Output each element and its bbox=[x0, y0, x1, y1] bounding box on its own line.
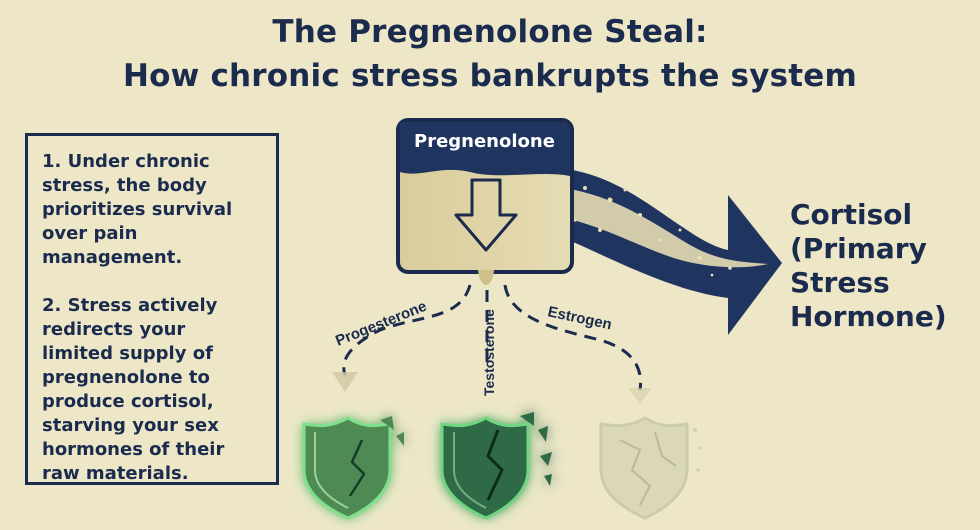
label-progesterone: Progesterone bbox=[333, 298, 429, 350]
title-line-1: The Pregnenolone Steal: bbox=[272, 14, 708, 50]
pregnenolone-header bbox=[400, 122, 570, 176]
page-title: The Pregnenolone Steal: How chronic stre… bbox=[0, 10, 980, 98]
point-1: 1. Under chronic stress, the body priori… bbox=[42, 151, 233, 268]
shield-estrogen-icon bbox=[599, 416, 702, 520]
branch-estrogen-line bbox=[503, 284, 643, 391]
down-arrow-icon bbox=[454, 178, 518, 252]
explanation-box: 1. Under chronic stress, the body priori… bbox=[25, 133, 279, 485]
shield-progesterone-icon bbox=[302, 416, 404, 520]
pregnenolone-label: Pregnenolone bbox=[414, 131, 555, 152]
cortisol-line-2: (Primary bbox=[790, 232, 927, 265]
cortisol-line-1: Cortisol bbox=[790, 198, 913, 231]
label-testosterone: Testosterone bbox=[481, 309, 497, 396]
estrogen-arrowhead bbox=[628, 388, 652, 404]
branch-progesterone-line bbox=[342, 284, 472, 376]
point-2: 2. Stress actively redirects your limite… bbox=[42, 295, 225, 484]
cortisol-line-4: Hormone) bbox=[790, 300, 947, 333]
cortisol-line-3: Stress bbox=[790, 266, 890, 299]
cortisol-label: Cortisol (Primary Stress Hormone) bbox=[790, 198, 980, 334]
drip bbox=[478, 270, 494, 285]
sand-stream bbox=[525, 185, 768, 268]
title-line-2: How chronic stress bankrupts the system bbox=[122, 58, 857, 94]
progesterone-arrowhead bbox=[332, 372, 358, 392]
shield-testosterone-icon bbox=[440, 412, 552, 520]
